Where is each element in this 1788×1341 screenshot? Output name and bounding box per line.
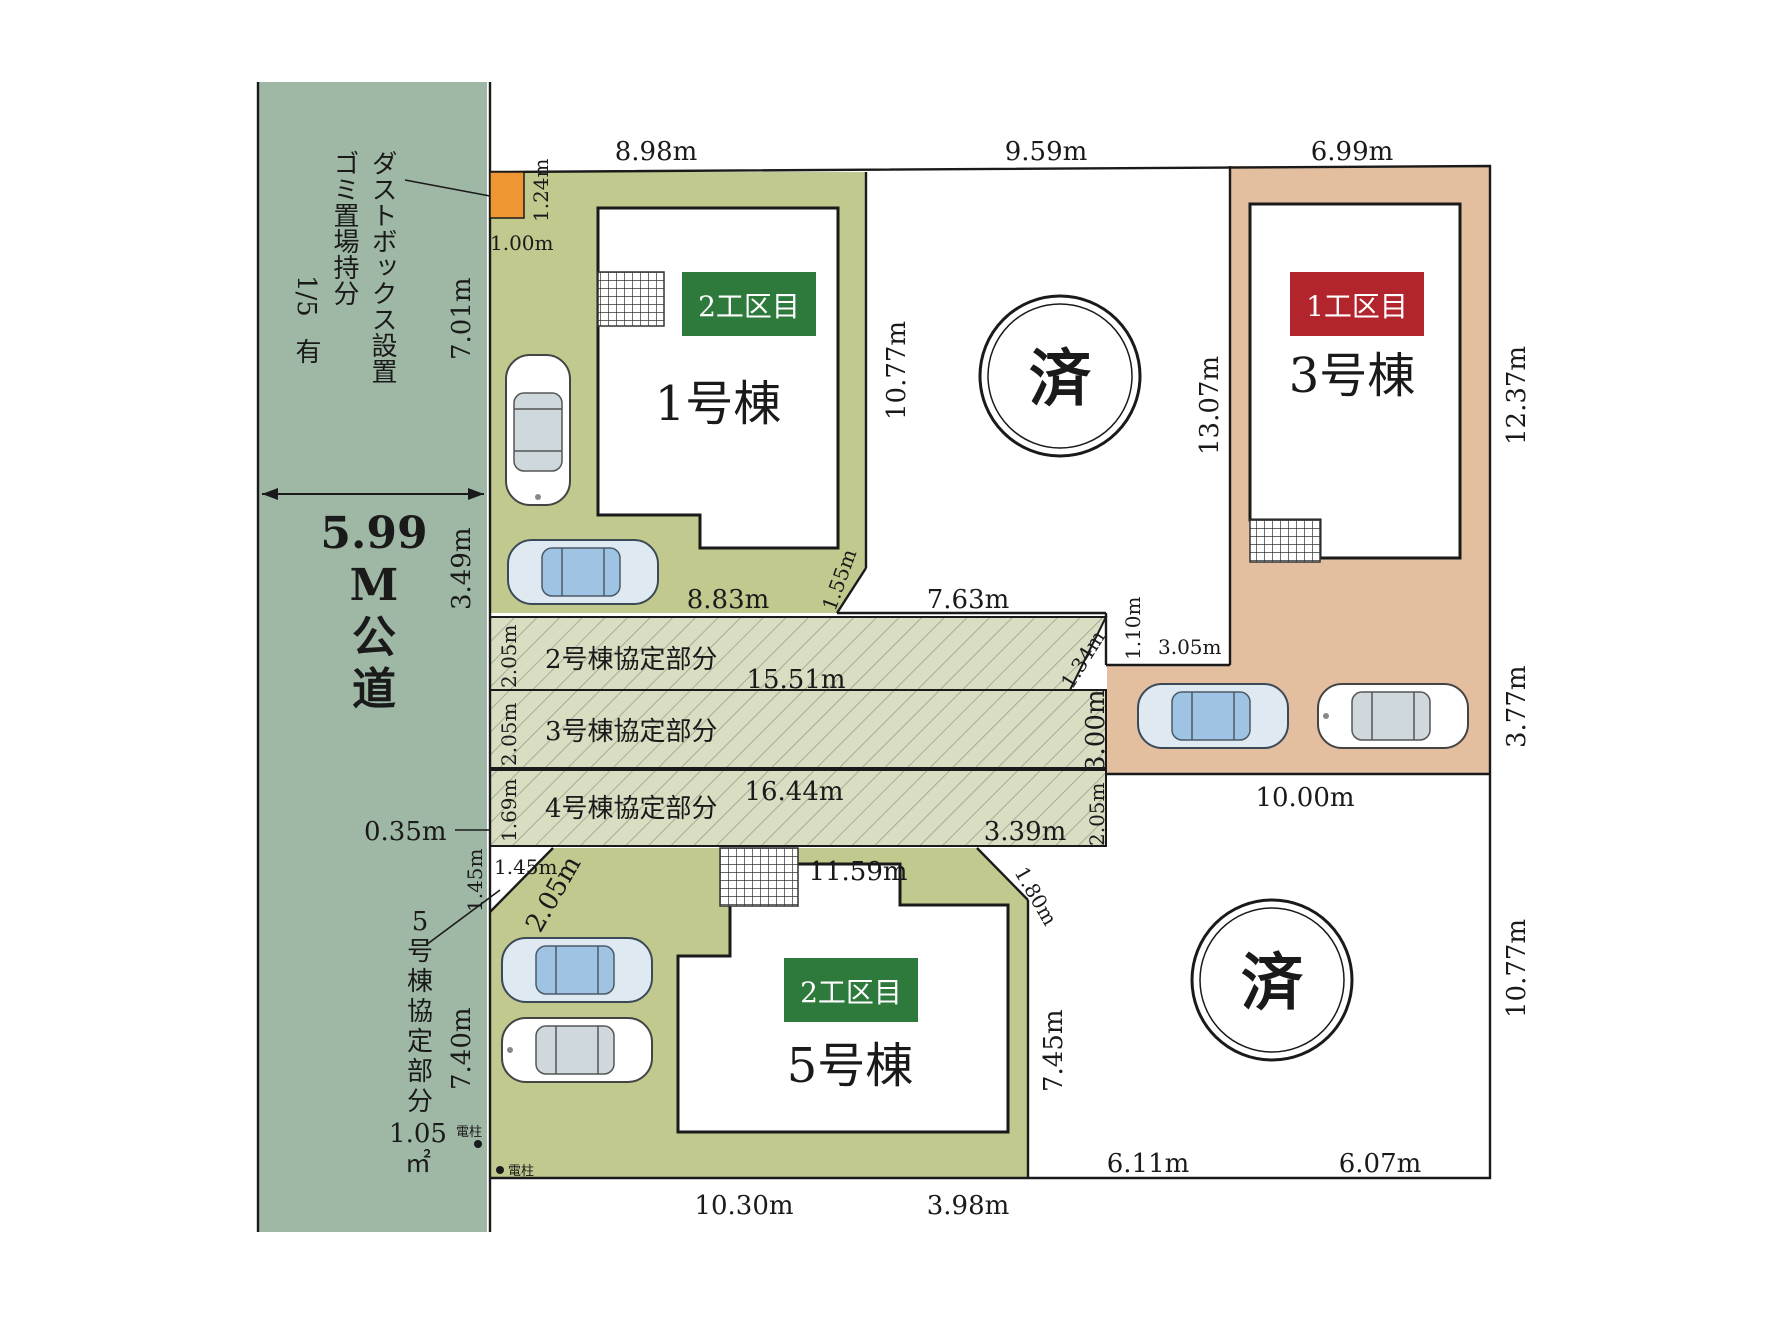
svg-text:1.05: 1.05 [389, 1119, 447, 1149]
utility-pole-marker [496, 1166, 504, 1174]
dim-road-mid: 3.49m [447, 527, 477, 610]
dim-lot4-right: 10.77m [1502, 919, 1532, 1018]
dim-lot2-bottom: 7.63m [927, 585, 1010, 615]
sold-mark-circle [1190, 898, 1354, 1062]
easement-2-label: 2号棟協定部分 [545, 645, 718, 675]
dim-lot5-bottom-left: 10.30m [694, 1191, 793, 1221]
dim-lot2-step-horizontal: 3.05m [1158, 635, 1222, 659]
building-1-phase-tag [682, 272, 816, 336]
dim-road-bottom: 7.40m [447, 1007, 477, 1090]
svg-text:有: 有 [291, 338, 321, 364]
car-icon [501, 937, 653, 1003]
easement-3-label: 3号棟協定部分 [545, 717, 718, 747]
dim-lot3-bottom: 10.00m [1255, 783, 1354, 813]
svg-text:1/5: 1/5 [291, 275, 321, 317]
building-3-phase-tag-text: 1工区目 [1306, 290, 1408, 323]
sold-mark-lot4: 済 [1241, 946, 1304, 1019]
road-width-unit: M [350, 560, 399, 611]
car-icon [1317, 683, 1469, 749]
dim-road-top: 7.01m [447, 277, 477, 360]
road-name-char-2: 道 [352, 664, 396, 715]
building-3-name: 3号棟 [1289, 348, 1416, 404]
dim-easement-4-length: 16.44m [744, 777, 843, 807]
svg-text:協: 協 [407, 997, 433, 1027]
dust-box-note: ダストボックス設置 ゴミ置場持分 1/5 有 [291, 150, 397, 384]
dust-box-leader [404, 179, 491, 197]
building-1-entrance-grid [597, 271, 665, 327]
svg-text:ダストボックス設置: ダストボックス設置 [367, 150, 397, 384]
sold-mark-circle [978, 294, 1142, 458]
car-icon [501, 1017, 653, 1083]
car-icon [1137, 683, 1289, 749]
dim-easement-3-left: 2.05m [497, 702, 521, 766]
dim-lot3-right: 12.37m [1502, 346, 1532, 445]
svg-text:定: 定 [407, 1027, 433, 1057]
dim-easement-4-left: 1.69m [497, 778, 521, 842]
car-icon [507, 539, 659, 605]
sold-mark-circle-inner [1199, 907, 1345, 1053]
dim-top-lot1: 8.98m [615, 137, 698, 167]
utility-pole-label: 電柱 [508, 1164, 534, 1179]
svg-text:棟: 棟 [407, 967, 433, 997]
svg-text:部: 部 [407, 1057, 433, 1087]
dim-easement-4-end: 3.39m [984, 817, 1067, 847]
svg-text:5: 5 [412, 907, 429, 937]
dim-easement-4-right: 2.05m [1085, 782, 1109, 846]
dim-easement-2-length: 15.51m [746, 665, 845, 695]
easement-5-label: 5 号 棟 協 定 部 分 1.05 ㎡ [389, 907, 447, 1179]
car-icon [505, 354, 571, 506]
dim-lot1-right: 10.77m [882, 321, 912, 420]
road-width-value: 5.99 [320, 508, 427, 559]
svg-text:ゴミ置場持分: ゴミ置場持分 [329, 150, 359, 306]
dust-box-dim-height: 1.24m [529, 158, 553, 222]
dim-road-offset: 0.35m [364, 817, 447, 847]
dim-lot2-right: 13.07m [1195, 356, 1225, 455]
dust-box [489, 171, 525, 219]
dim-lot4-bottom-right: 6.07m [1339, 1149, 1422, 1179]
dim-top-lot2: 9.59m [1005, 137, 1088, 167]
dim-lot5-top: 11.59m [808, 857, 907, 887]
building-5-name: 5号棟 [787, 1038, 914, 1094]
road-name-char-1: 公 [352, 612, 396, 663]
dim-lot2-step-vertical: 1.10m [1121, 596, 1145, 660]
svg-text:号: 号 [407, 937, 433, 967]
dust-box-dim-width: 1.00m [490, 231, 554, 255]
building-3-entrance-grid [1249, 519, 1321, 563]
dim-top-lot3: 6.99m [1311, 137, 1394, 167]
easement-strips [489, 616, 1108, 847]
dim-lot4-bottom-left: 6.11m [1107, 1149, 1190, 1179]
public-road [258, 82, 487, 1232]
dim-lot5-corner-left-v: 1.45m [463, 848, 487, 912]
svg-text:㎡: ㎡ [405, 1149, 431, 1179]
building-1-phase-tag-text: 2工区目 [698, 290, 800, 323]
sold-mark-circle-inner [987, 303, 1133, 449]
building-3-phase-tag [1290, 272, 1424, 336]
svg-text:分: 分 [407, 1087, 433, 1117]
dim-lot5-corner-left-h: 1.45m [494, 855, 558, 879]
easement-4-label: 4号棟協定部分 [545, 794, 718, 824]
utility-pole-label: 電柱 [456, 1125, 482, 1140]
utility-pole-marker [474, 1140, 482, 1148]
dim-lot5-bottom-right: 3.98m [927, 1191, 1010, 1221]
building-5-phase-tag [784, 958, 918, 1022]
dim-easement-2-left: 2.05m [497, 624, 521, 688]
dim-lot1-bottom: 8.83m [687, 585, 770, 615]
lot-boundaries [256, 82, 1492, 1232]
building-1-name: 1号棟 [655, 376, 782, 432]
dim-lot3-lower-right: 3.77m [1502, 665, 1532, 748]
easement-5-leader [425, 889, 501, 946]
dim-easement-3-right: 3.00m [1081, 689, 1111, 772]
road-width-arrow [262, 488, 484, 500]
building-5-entrance-grid [719, 847, 799, 907]
building-5-phase-tag-text: 2工区目 [800, 976, 902, 1009]
sold-mark-lot2: 済 [1029, 342, 1092, 415]
dim-lot5-right: 7.45m [1039, 1009, 1069, 1092]
